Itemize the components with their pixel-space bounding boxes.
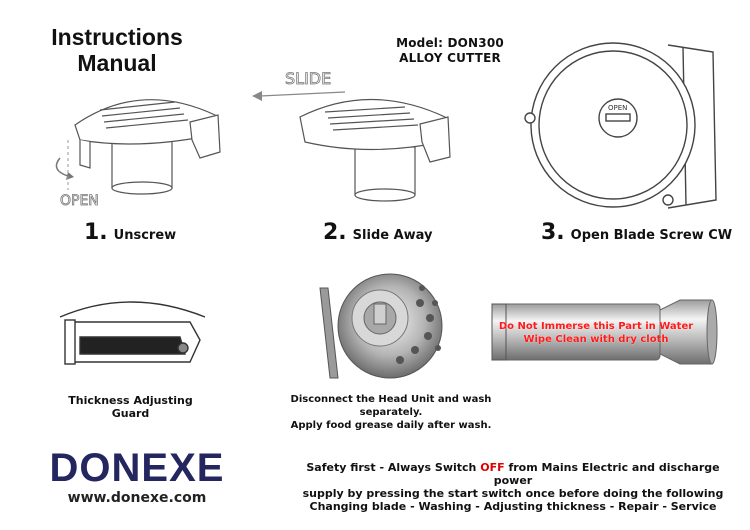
head-unit-caption: Disconnect the Head Unit and wash separa… [286, 393, 496, 432]
brand-logo: DONEXE [49, 446, 225, 490]
motor-shaft-illustration [491, 299, 718, 365]
model-number: Model: DON300 [396, 36, 504, 50]
step-3-number: 3. [541, 220, 565, 245]
title-line-1: Instructions [51, 24, 183, 50]
step-1: 1. Unscrew [84, 220, 176, 245]
safety-notice: Safety first - Always Switch OFF from Ma… [290, 461, 736, 513]
safety-pre: Safety first - Always Switch [306, 461, 481, 474]
guard-illustration [59, 301, 206, 365]
guard-caption: Thickness Adjusting Guard [48, 394, 213, 420]
step-1-label: Unscrew [113, 228, 177, 243]
unscrew-illustration: OPEN [55, 99, 221, 209]
manual-title: Instructions Manual [22, 24, 212, 76]
head-caption-line-2: separately. [359, 407, 423, 418]
step-1-number: 1. [84, 220, 108, 245]
model-info: Model: DON300 ALLOY CUTTER [380, 36, 520, 66]
water-warning: Do Not Immerse this Part in Water Wipe C… [488, 320, 704, 346]
guard-caption-line-1: Thickness Adjusting [68, 394, 193, 407]
head-caption-line-3: Apply food grease daily after wash. [290, 420, 492, 431]
step-2: 2. Slide Away [323, 220, 433, 245]
title-line-2: Manual [77, 50, 157, 76]
guard-caption-line-2: Guard [111, 407, 150, 420]
model-type: ALLOY CUTTER [399, 51, 501, 65]
step-2-number: 2. [323, 220, 347, 245]
slide-illustration: SLIDE [252, 69, 451, 202]
website-link[interactable]: www.donexe.com [67, 490, 207, 506]
step-3: 3. Open Blade Screw CW [541, 220, 732, 245]
safety-line-1: Safety first - Always Switch OFF from Ma… [290, 461, 736, 487]
safety-line-3: Changing blade - Washing - Adjusting thi… [309, 500, 717, 513]
safety-post: from Mains Electric and discharge power [493, 461, 720, 487]
warning-line-1: Do Not Immerse this Part in Water [498, 321, 694, 332]
step-2-label: Slide Away [352, 228, 433, 243]
slide-label: SLIDE [285, 69, 331, 88]
safety-off: OFF [480, 461, 505, 474]
warning-line-2: Wipe Clean with dry cloth [523, 334, 669, 345]
head-caption-line-1: Disconnect the Head Unit and wash [290, 394, 492, 405]
open-label: OPEN [60, 193, 99, 209]
step-3-label: Open Blade Screw CW [570, 228, 733, 243]
safety-line-2: supply by pressing the start switch once… [302, 487, 724, 500]
blade-open-label: OPEN [608, 104, 627, 112]
blade-illustration: OPEN [524, 42, 717, 209]
head-unit-illustration [319, 273, 443, 379]
